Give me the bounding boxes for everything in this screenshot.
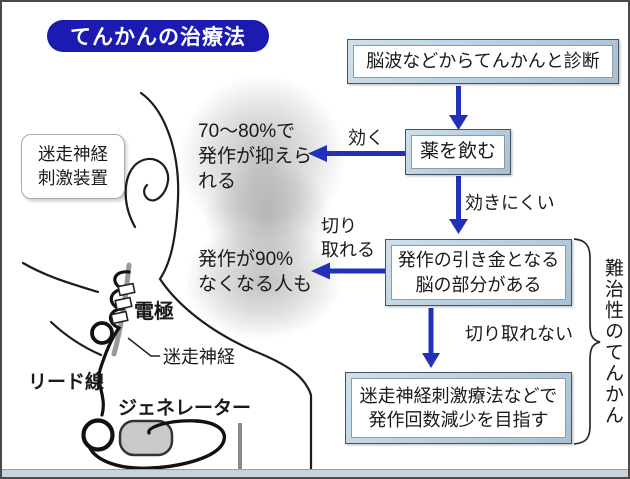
generator-label: ジェネレーター	[118, 398, 252, 419]
edge-label-removable-line2: 取れる	[321, 240, 375, 260]
device-label-line2: 刺激装置	[38, 167, 108, 188]
lead-wire-end	[147, 419, 200, 435]
lead-wire-sweep	[87, 419, 227, 470]
edge-label-not-removable: 切り取れない	[465, 324, 573, 344]
arrowhead-diagnosis-to-medicine	[449, 115, 468, 130]
chest-line	[49, 320, 103, 357]
outcome-surgery-line2: なくなる人も	[198, 274, 313, 295]
electrode-label: 電極	[134, 301, 174, 323]
flow-box-medicine-text: 薬を飲む	[411, 135, 505, 169]
outcome-medicine-line3: れる	[198, 171, 237, 192]
edge-label-removable-line1: 切り	[321, 216, 357, 236]
flow-box-medicine: 薬を飲む	[405, 129, 511, 175]
intractable-brace	[573, 238, 601, 445]
gray-halo-bottom	[184, 222, 342, 340]
outcome-medicine-line1: 70～80%で	[198, 121, 296, 142]
edge-label-removable: 切り 取れる	[321, 214, 375, 262]
flow-box-trigger-line2: 脳の部分がある	[415, 274, 542, 295]
bottom-edge-strip	[2, 469, 628, 477]
wire-loop-small	[90, 321, 114, 345]
arrowhead-trigger-to-vns	[422, 353, 440, 368]
wire-loop-large	[81, 418, 115, 452]
flow-box-vns-line1: 迷走神経刺激療法などで	[359, 385, 558, 406]
outcome-medicine-line2: 発作が抑えら	[198, 146, 313, 167]
electrode-contact-3	[110, 310, 129, 325]
jaw-line	[21, 261, 100, 294]
arrowhead-surgery-outcome	[311, 262, 330, 280]
ear-outline	[124, 157, 170, 229]
device-label-line1: 迷走神経	[38, 143, 108, 164]
lead-wire-label: リード線	[28, 372, 105, 393]
outcome-surgery-text: 発作が90% なくなる人も	[198, 247, 312, 297]
nerve-pointer-line	[127, 337, 160, 357]
flow-box-trigger-line1: 発作の引き金となる	[397, 250, 560, 271]
head-and-shoulder-outline	[139, 91, 313, 475]
device-label-box: 迷走神経 刺激装置	[21, 134, 125, 199]
outcome-medicine-text: 70～80%で 発作が抑えら れる	[198, 119, 312, 194]
generator-shape	[118, 419, 174, 457]
arrow-group	[308, 86, 468, 368]
flow-box-trigger: 発作の引き金となる 脳の部分がある	[385, 239, 572, 306]
flow-box-diagnosis-text: 脳波などからてんかんと診断	[353, 45, 613, 78]
edge-label-not-work: 効きにくい	[465, 193, 555, 213]
arrowhead-medicine-works	[308, 145, 327, 162]
electrode-contact-1	[117, 282, 136, 297]
intractable-epilepsy-label: 難治性のてんかん	[602, 258, 623, 426]
diagram-title: てんかんの治療法	[47, 20, 269, 52]
electrode-contact-2	[114, 296, 133, 311]
vagus-nerve-label: 迷走神経	[163, 347, 235, 367]
flow-box-vns-line2: 発作回数減少を目指す	[368, 410, 549, 430]
outcome-surgery-line1: 発作が90%	[198, 249, 294, 270]
flow-box-vns: 迷走神経刺激療法などで 発作回数減少を目指す	[345, 372, 572, 444]
arrowhead-medicine-to-trigger	[449, 219, 468, 234]
edge-label-works: 効く	[348, 128, 384, 148]
flow-box-diagnosis: 脳波などからてんかんと診断	[347, 39, 619, 84]
